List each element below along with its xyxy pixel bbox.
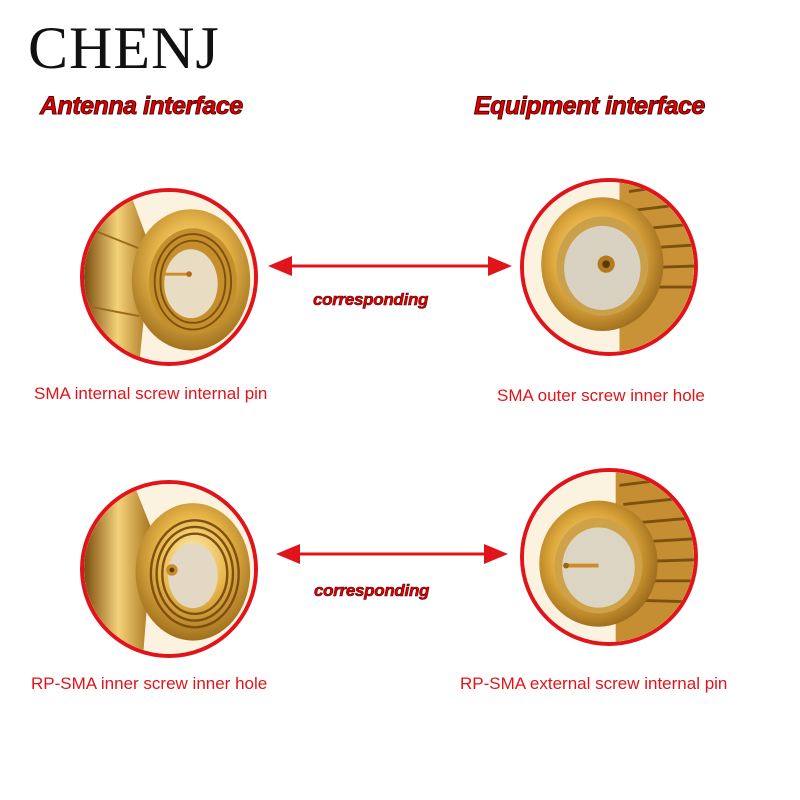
equipment-interface-heading: Equipment interface [474,92,706,121]
caption-rp-sma-male: RP-SMA inner screw inner hole [31,674,268,693]
sma-male-connector-photo [80,188,258,366]
corresponding-label: corresponding [314,581,430,601]
caption-rp-sma-female: RP-SMA external screw internal pin [460,674,728,693]
brand-logo: CHENJ [28,15,220,81]
caption-sma-male: SMA internal screw internal pin [34,384,268,403]
rp-sma-male-connector-photo [80,480,258,658]
caption-sma-female: SMA outer screw inner hole [497,386,705,405]
rp-sma-female-connector-photo [520,468,698,646]
antenna-interface-heading: Antenna interface [40,92,244,121]
double-arrow-icon [268,256,512,276]
sma-female-connector-photo [520,178,698,356]
corresponding-label: corresponding [313,290,429,310]
double-arrow-icon [276,544,508,564]
